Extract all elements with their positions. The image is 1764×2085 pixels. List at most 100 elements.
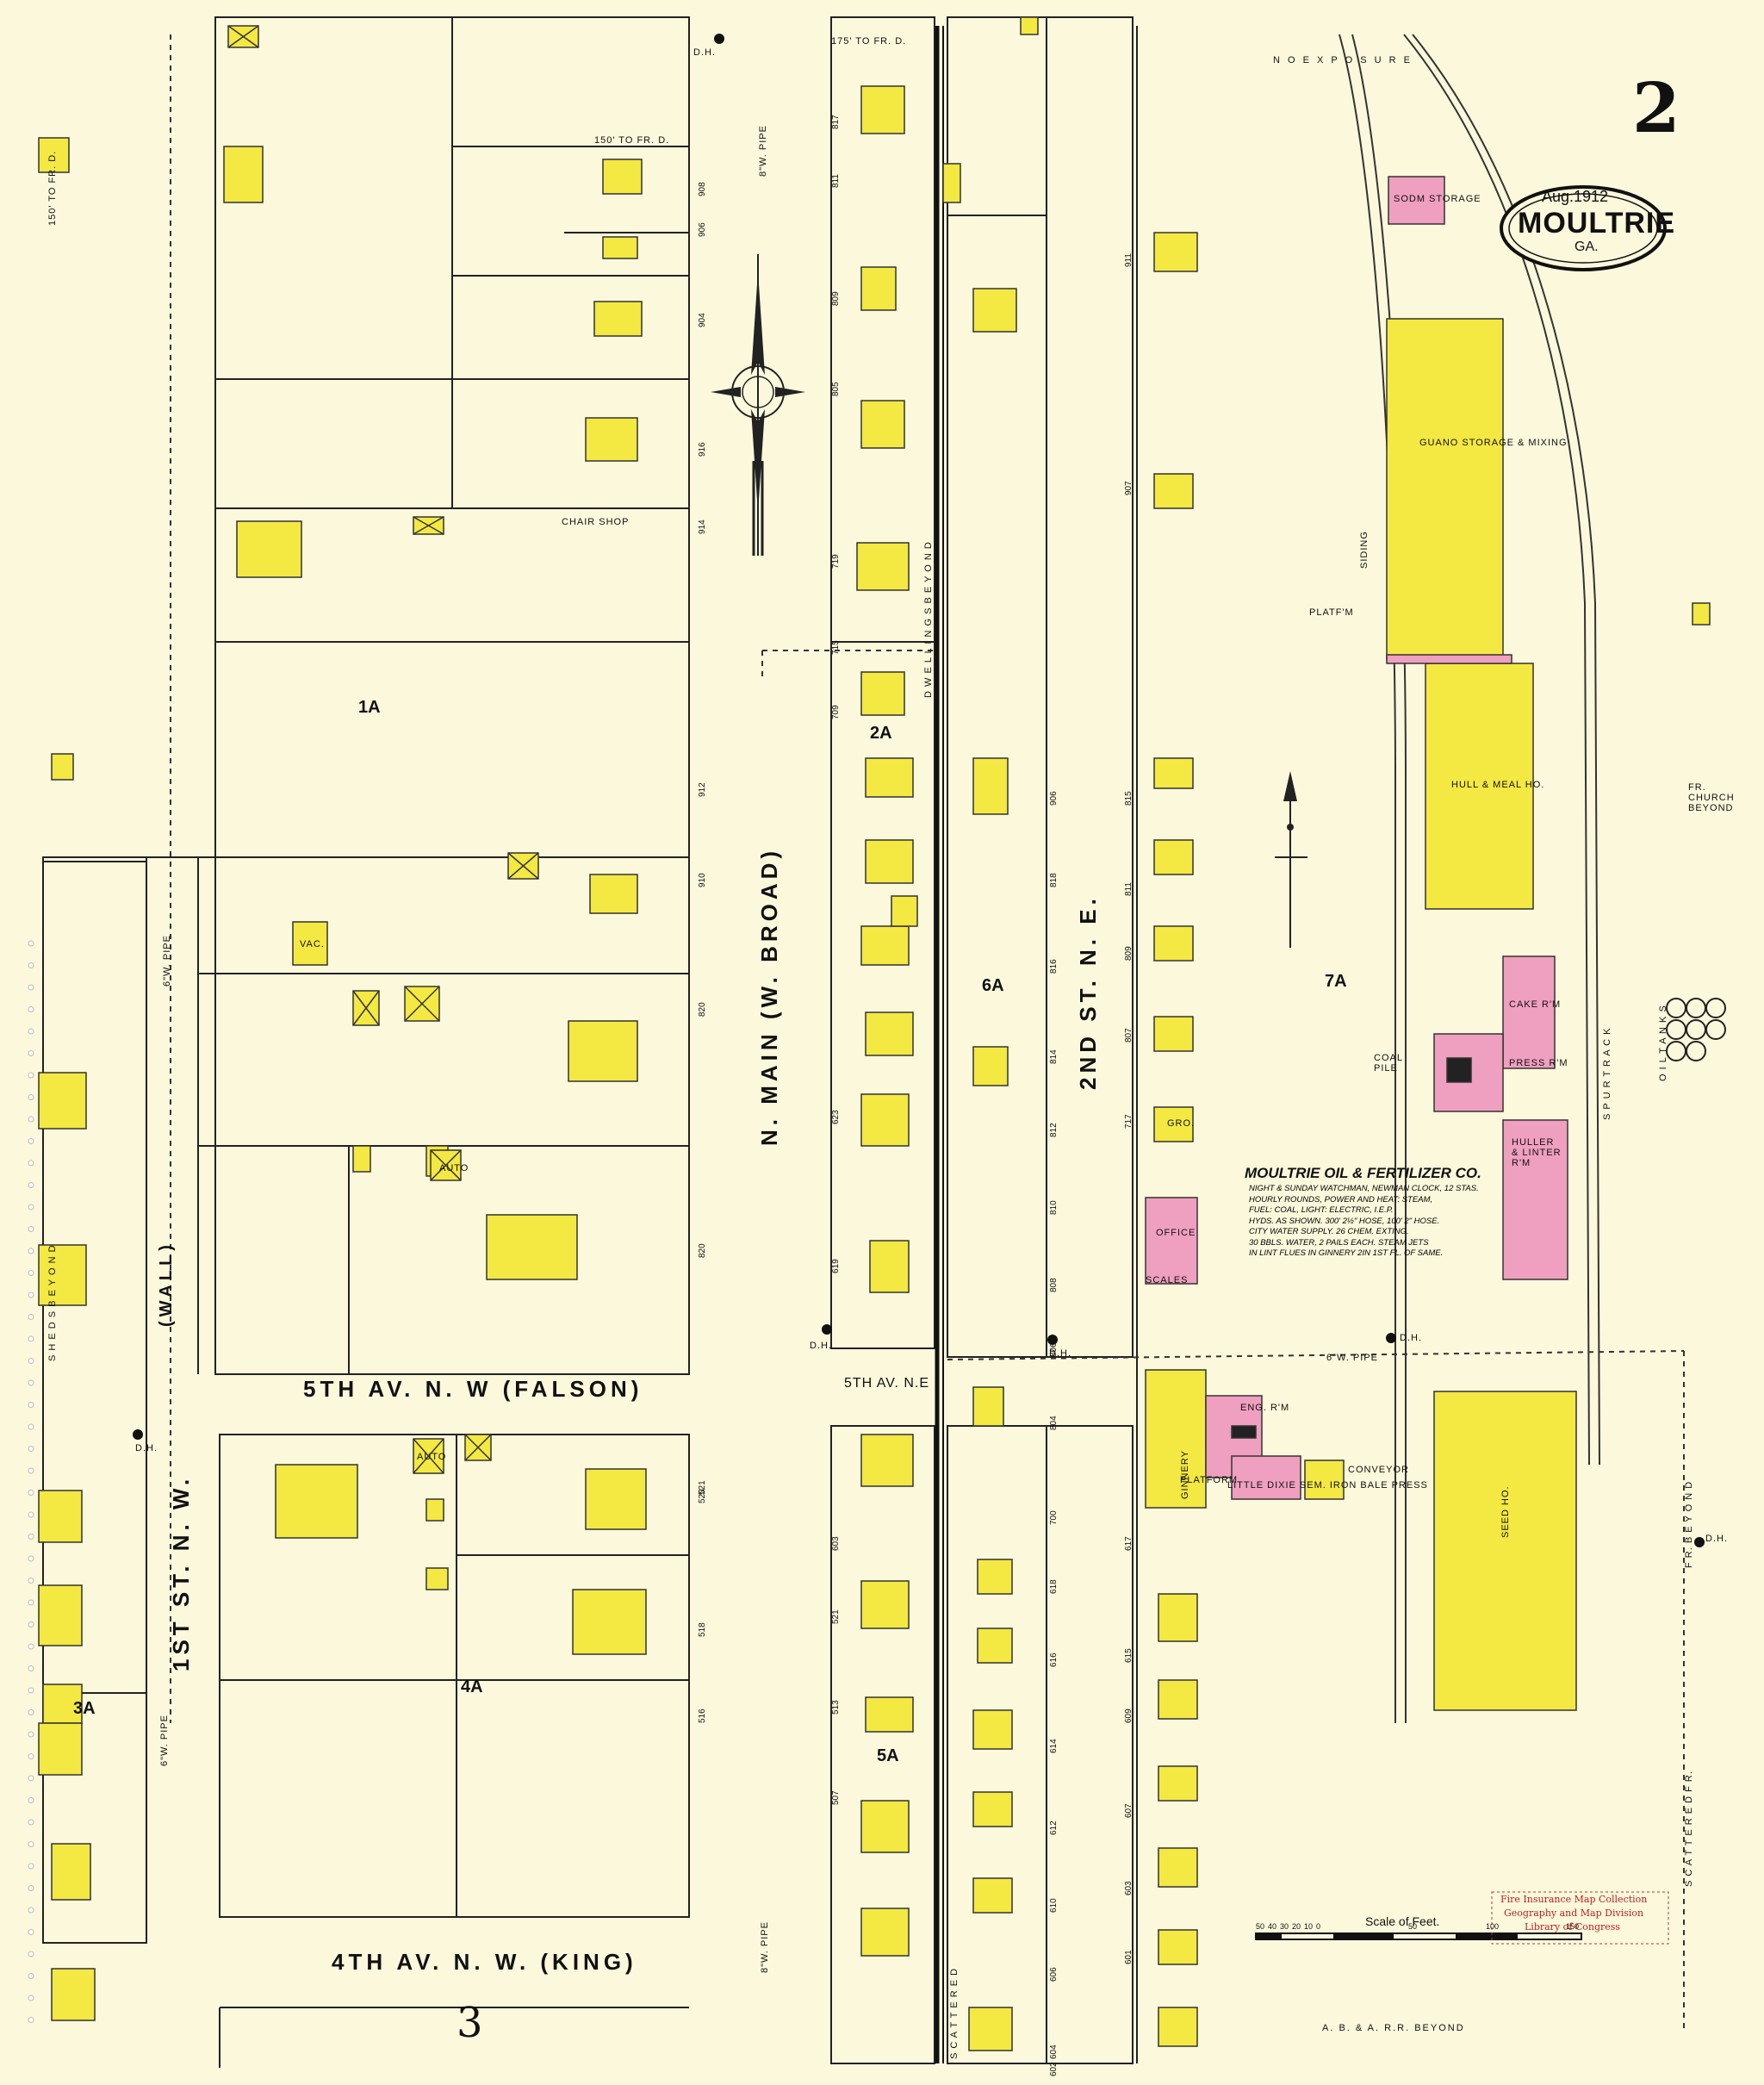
dwelling-14 (860, 925, 910, 966)
shed-x-4 (404, 986, 440, 1022)
dwelling-54 (972, 1877, 1013, 1914)
binding-hole (28, 1863, 34, 1870)
hydrants (133, 34, 1705, 1547)
address-number: 709 (831, 705, 841, 719)
scale-tick-label: 40 (1268, 1922, 1277, 1931)
dwelling-30 (38, 1072, 87, 1130)
shed-x-3 (352, 990, 380, 1026)
address-number: 904 (698, 313, 707, 327)
block-5a-outline (830, 1425, 935, 2064)
dwelling-24 (1153, 839, 1194, 875)
binding-hole (28, 1885, 34, 1891)
fourth-av-nw-label: 4TH AV. N. W. (KING) (332, 1949, 637, 1975)
address-number: 619 (831, 1259, 841, 1273)
binding-hole (28, 1248, 34, 1254)
shed-x-7 (464, 1434, 492, 1461)
cake-room-label: CAKE R'M (1509, 999, 1562, 1010)
hull-meal-house-building (1425, 663, 1534, 910)
dwelling-59 (1158, 1847, 1198, 1888)
second-st-label: 2ND ST. N. E. (1075, 894, 1101, 1090)
dwelling-16 (860, 1093, 910, 1147)
address-number: 521 (831, 1609, 841, 1624)
binding-hole (28, 1028, 34, 1035)
spur-track-label: S P U R T R A C K (1602, 1027, 1612, 1120)
binding-hole (28, 1929, 34, 1935)
binding-hole (28, 1753, 34, 1759)
binding-hole (28, 1446, 34, 1452)
address-number: 805 (831, 382, 841, 396)
company-note-line: NIGHT & SUNDAY WATCHMAN, NEWMAN CLOCK, 1… (1249, 1184, 1479, 1193)
binding-hole (28, 1797, 34, 1803)
dh-label-5: D.H. (135, 1443, 158, 1453)
address-number: 602 (1049, 2062, 1059, 2076)
dwelling-27 (1153, 1106, 1194, 1142)
address-number: 617 (1124, 1536, 1134, 1551)
address-number: 811 (831, 174, 841, 188)
binding-hole (28, 1379, 34, 1386)
address-number: 700 (1049, 1510, 1059, 1525)
binding-hole (28, 1094, 34, 1100)
hull-label: HULL & MEAL HO. (1451, 780, 1545, 790)
dwelling-22 (1153, 473, 1194, 509)
binding-holes (28, 940, 34, 2023)
dwelling-10 (856, 542, 910, 591)
address-number: 814 (1049, 1049, 1059, 1064)
dwelling-4 (593, 301, 643, 337)
address-number: 603 (831, 1536, 841, 1551)
address-number: 804 (1049, 1416, 1059, 1430)
dwelling-35 (38, 1722, 83, 1776)
dwelling-43 (589, 874, 638, 914)
address-number: 618 (1049, 1579, 1059, 1594)
binding-hole (28, 1402, 34, 1408)
conveyor-label: CONVEYOR (1348, 1465, 1409, 1475)
dwelling-5 (585, 417, 638, 462)
scales-label: SCALES (1146, 1275, 1189, 1285)
dwelling-41 (568, 1020, 638, 1082)
dh-label-1: D.H. (693, 47, 716, 58)
address-number: 811 (1124, 882, 1134, 896)
company-note-line: HYDS. AS SHOWN. 300' 2½" HOSE, 100' 2" H… (1249, 1216, 1440, 1226)
address-number: 809 (831, 291, 841, 306)
dwelling-32 (38, 1490, 83, 1543)
block-outlines (42, 16, 1138, 2068)
address-number: 810 (1049, 1200, 1059, 1215)
block-6a-south-outline (947, 1425, 1134, 2064)
title-cartouche (1500, 185, 1667, 271)
dwelling-44 (860, 1434, 914, 1487)
dwelling-20 (972, 1046, 1009, 1086)
dwelling-49 (972, 1386, 1004, 1427)
binding-hole (28, 1709, 34, 1715)
dwelling-21 (1153, 232, 1198, 272)
dwelling-2 (602, 159, 643, 195)
binding-hole (28, 1534, 34, 1540)
dwelling-69 (1020, 16, 1039, 35)
binding-hole (28, 1819, 34, 1826)
dwelling-60 (1158, 1929, 1198, 1965)
shed-x-5 (430, 1149, 462, 1181)
stamp-line-1: Fire Insurance Map Collection (1500, 1894, 1648, 1905)
wall-street-label: (WALL) (157, 1241, 176, 1327)
block-4a-label: 4A (461, 1677, 483, 1696)
binding-hole (28, 1665, 34, 1671)
address-number: 820 (698, 1002, 707, 1017)
seed-house-label: SEED HO. (1500, 1485, 1511, 1538)
dwelling-0 (38, 137, 70, 173)
address-number: 520 (698, 1489, 707, 1503)
dwelling-51 (977, 1628, 1013, 1664)
address-number: 507 (831, 1790, 841, 1805)
address-number: 807 (1124, 1028, 1134, 1042)
binding-hole (28, 1006, 34, 1012)
engine-label: ENG. R'M (1240, 1403, 1290, 1413)
binding-hole (28, 940, 34, 947)
dwelling-37 (51, 1968, 96, 2021)
address-number: 820 (698, 1243, 707, 1258)
address-number: 516 (698, 1708, 707, 1723)
ginnery-building (1145, 1369, 1207, 1509)
binding-hole (28, 1578, 34, 1584)
dwelling-3 (602, 236, 638, 259)
fr-beyond-label: F R. B E Y O N D (1684, 1480, 1694, 1568)
dwelling-57 (1158, 1679, 1198, 1720)
dwelling-52 (972, 1709, 1013, 1750)
block-7a-label: 7A (1325, 972, 1347, 991)
guano-label: GUANO STORAGE & MIXING (1419, 438, 1568, 448)
